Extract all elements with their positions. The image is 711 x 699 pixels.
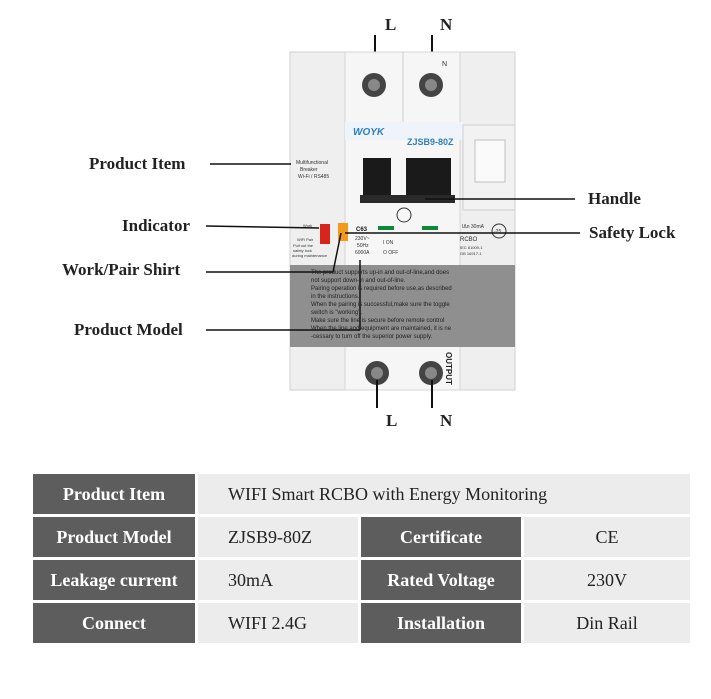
handle-left[interactable] [363,158,391,200]
header-product-model: Product Model [33,517,195,557]
header-certificate: Certificate [361,517,521,557]
instruction-line-6: switch is "working". [311,310,362,316]
multifunctional-line-2: Breaker [300,167,318,173]
terminal-bottom-n: N [440,411,453,430]
multifunctional-line-1: Multifunctional [296,160,328,166]
leader-indicator [205,225,320,229]
header-rated-voltage: Rated Voltage [361,560,521,600]
breaker-diagram: WOYK ZJSB9-80Z N Multifunctional Breaker… [205,35,580,408]
header-connect: Connect [33,603,195,643]
instruction-line-9: -cessary to turn off the superior power … [311,334,433,340]
callout-product-model: Product Model [74,320,183,339]
leakage-label: IΔn 30mA [462,224,485,230]
header-installation: Installation [361,603,521,643]
table-row: Connect WIFI 2.4G Installation Din Rail [33,603,691,643]
rating-voltage: 230V~ [355,236,370,242]
leader-work-pair [206,232,342,273]
side-text-4: safety lock [293,248,312,253]
instruction-line-8: When the line and equipment are maintain… [311,326,452,332]
header-leakage-current: Leakage current [33,560,195,600]
callout-safety-lock: Safety Lock [589,223,676,242]
spec-table: Product Item WIFI Smart RCBO with Energy… [33,471,691,646]
instruction-line-1: The product supports up-in and out-of-li… [311,270,449,276]
side-text-3: Pull out the [293,243,314,248]
callout-work-pair-shirt: Work/Pair Shirt [62,260,181,279]
rating-breaking: 6000A [355,250,370,256]
rating-c63: C63 [356,227,368,233]
value-rated-voltage: 230V [524,560,691,600]
on-label: I ON [383,240,394,246]
value-connect: WIFI 2.4G [198,603,358,643]
side-text-1: Work [303,223,312,228]
table-row: Product Item WIFI Smart RCBO with Energy… [33,474,691,514]
off-label: O OFF [383,250,398,256]
terminal-top-l: L [385,15,397,34]
side-text-2: WiFi Pair [297,237,314,242]
value-installation: Din Rail [524,603,691,643]
device-model: ZJSB9-80Z [407,137,454,147]
value-leakage-current: 30mA [198,560,358,600]
callout-handle: Handle [588,189,641,208]
terminal-bottom-l: L [386,411,398,430]
device-top-n: N [442,61,447,68]
instruction-line-2: not support down-in and out-of-line. [311,278,406,284]
table-row: Leakage current 30mA Rated Voltage 230V [33,560,691,600]
temp-label: -25 [494,229,501,235]
output-label: OUTPUT [444,352,453,385]
multifunctional-line-3: Wi-Fi / RS485 [298,174,329,180]
indicator-led [320,224,330,244]
instruction-line-4: in the instructions. [311,294,360,300]
rating-frequency: 50Hz [357,243,369,249]
standard-2: GB 16917-1 [460,251,482,256]
device-brand: WOYK [353,127,385,138]
value-certificate: CE [524,517,691,557]
table-row: Product Model ZJSB9-80Z Certificate CE [33,517,691,557]
terminal-top-n: N [440,15,453,34]
instruction-panel [290,265,515,347]
instruction-line-7: Make sure the line is secure before remo… [311,318,444,324]
instruction-line-3: Pairing operation is required before use… [311,286,452,292]
safety-lock-switch[interactable] [338,223,348,241]
handle-right[interactable] [406,158,451,200]
callout-indicator: Indicator [122,216,190,235]
instruction-line-5: When the pairing is successful,make sure… [311,302,450,308]
side-text-5: during maintenance [292,253,328,258]
rcbo-label: RCBO [460,237,478,243]
value-product-model: ZJSB9-80Z [198,517,358,557]
test-button[interactable] [474,139,506,183]
value-product-item: WIFI Smart RCBO with Energy Monitoring [198,474,691,514]
standard-1: IEC 61009-1 [460,245,483,250]
header-product-item: Product Item [33,474,195,514]
callout-product-item: Product Item [89,154,186,173]
